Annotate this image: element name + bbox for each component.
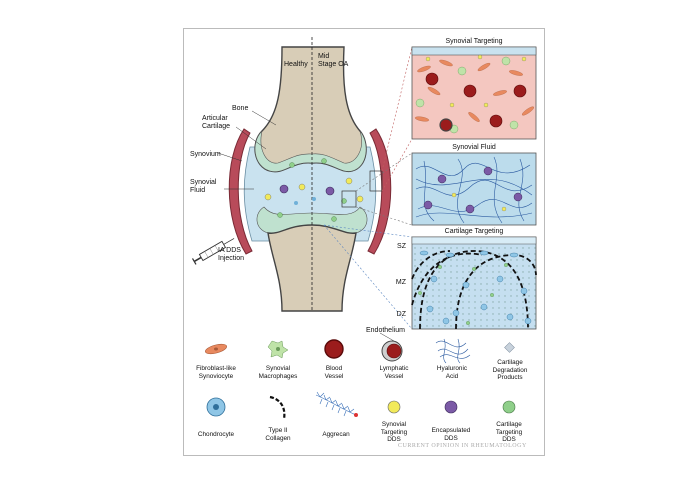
legend-label-encapsulated-dds: Encapsulated DDS bbox=[431, 427, 471, 442]
legend-icons-row-1 bbox=[205, 332, 515, 364]
legend-label-macrophages: Synovial Macrophages bbox=[258, 365, 298, 380]
legend-label-type-ii-collagen: Type II Collagen bbox=[265, 427, 291, 442]
label-mid-stage-oa: Mid Stage OA bbox=[318, 53, 349, 68]
label-ia-dds-injection: IA DDS Injection bbox=[218, 247, 245, 262]
panel-title-cartilage-targeting: Cartilage Targeting bbox=[444, 228, 504, 235]
label-synovium: Synovium bbox=[190, 151, 221, 158]
label-bone: Bone bbox=[232, 105, 249, 112]
synovial-targeting-panel bbox=[411, 46, 537, 140]
zone-label-mz: MZ bbox=[395, 279, 406, 286]
syringe-icon bbox=[191, 238, 235, 265]
cartilage-connectors bbox=[323, 224, 413, 330]
label-articular-cartilage: Articular Cartilage bbox=[202, 115, 231, 130]
synovium-capsule bbox=[228, 128, 392, 255]
legend-label-lymphatic-vessel: Lymphatic Vessel bbox=[379, 365, 409, 380]
legend-label-cartilage-degradation: Cartilage Degradation Products bbox=[492, 359, 528, 381]
legend-label-blood-vessel: Blood Vessel bbox=[324, 365, 344, 380]
figure-panel: Healthy Mid Stage OA Bone Articular Cart… bbox=[183, 28, 545, 456]
legend-label-hyaluronic-acid: Hyaluronic Acid bbox=[436, 365, 468, 380]
label-healthy: Healthy bbox=[284, 61, 308, 68]
legend-label-aggrecan: Aggrecan bbox=[322, 431, 350, 438]
synovial-connectors bbox=[381, 46, 413, 192]
legend-label-fibroblast: Fibroblast-like Synoviocyte bbox=[196, 365, 236, 380]
leader-lines bbox=[217, 110, 277, 190]
diagram-canvas bbox=[191, 37, 537, 420]
legend-label-endothelium: Endothelium bbox=[366, 327, 405, 334]
legend-label-synovial-targeting-dds: Synovial Targeting DDS bbox=[380, 421, 408, 443]
cartilage-targeting-panel bbox=[411, 236, 537, 330]
fluid-connectors bbox=[355, 152, 413, 226]
label-synovial-fluid: Synovial Fluid bbox=[190, 179, 217, 194]
joint-particles bbox=[264, 158, 383, 222]
journal-watermark: CURRENT OPINION IN RHEUMATOLOGY bbox=[398, 443, 527, 449]
upper-cartilage bbox=[254, 130, 367, 173]
legend-label-chondrocyte: Chondrocyte bbox=[197, 431, 235, 438]
synovial-fluid-panel bbox=[411, 152, 537, 226]
legend-icons-row-2 bbox=[206, 391, 516, 420]
legend-label-cartilage-targeting-dds: Cartilage Targeting DDS bbox=[495, 421, 523, 443]
aggrecan-icon bbox=[315, 391, 357, 417]
panel-title-synovial-targeting: Synovial Targeting bbox=[445, 38, 503, 45]
zone-label-sz: SZ bbox=[397, 243, 406, 250]
panel-title-synovial-fluid: Synovial Fluid bbox=[452, 144, 496, 151]
upper-bone bbox=[254, 46, 367, 173]
zone-label-dz: DZ bbox=[396, 311, 406, 318]
